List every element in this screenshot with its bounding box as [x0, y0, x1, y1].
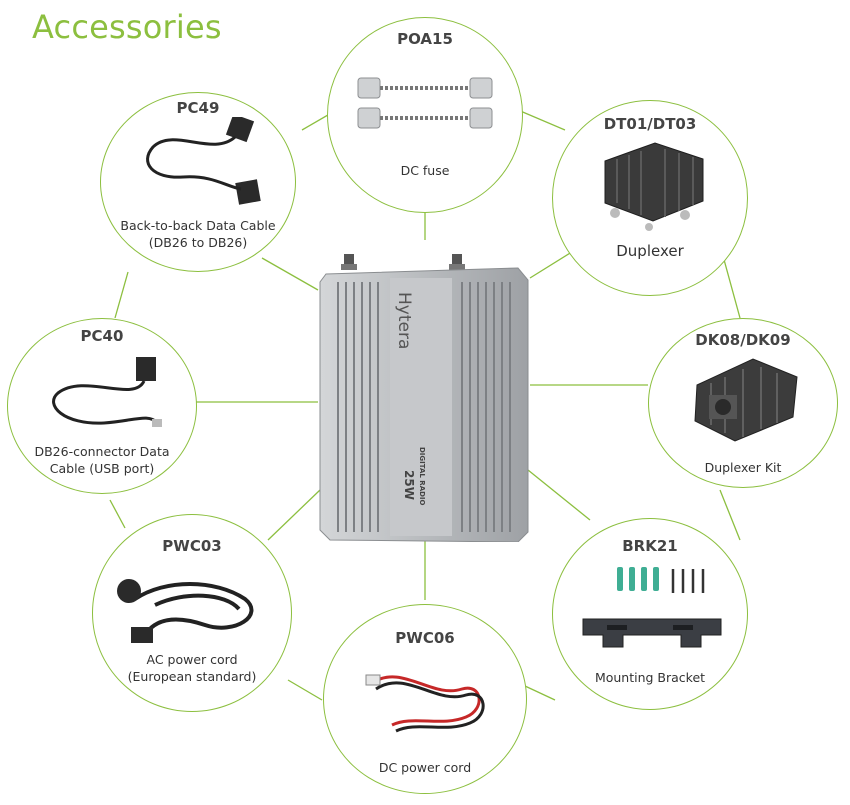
accessory-pwc03: PWC03 AC power cord (European standard)	[92, 514, 292, 712]
page-title: Accessories	[32, 8, 222, 46]
accessory-code: DK08/DK09	[695, 331, 791, 349]
accessory-code: PC40	[80, 327, 124, 345]
digital-radio-unit: Hytera DIGITAL RADIO 25W	[318, 252, 530, 543]
accessory-label: AC power cord (European standard)	[127, 652, 257, 684]
radio-model-text: DIGITAL RADIO	[418, 447, 426, 506]
accessory-code: POA15	[397, 30, 453, 48]
duplexer-image	[604, 142, 704, 231]
accessory-brk21: BRK21 Mounting Bracket	[552, 518, 748, 710]
radio-power-text: 25W	[402, 470, 416, 500]
mounting-bracket-image	[582, 567, 722, 648]
accessory-code: BRK21	[622, 537, 678, 555]
db26-data-cable-image	[146, 117, 261, 205]
accessory-code: PC49	[176, 99, 220, 117]
accessory-label: Mounting Bracket	[594, 670, 706, 685]
accessory-pwc06: PWC06 DC power cord	[323, 604, 527, 794]
accessory-dt01-dt03: DT01/DT03 Duplexer	[552, 100, 748, 296]
radio-brand: Hytera	[394, 292, 414, 350]
dc-power-cord-image	[365, 674, 485, 733]
duplexer-kit-image	[694, 358, 798, 442]
usb-data-cable-image	[52, 357, 162, 427]
accessory-code: PWC03	[162, 537, 222, 555]
accessory-label: DC power cord	[378, 760, 472, 775]
accessory-label: Back-to-back Data Cable (DB26 to DB26)	[120, 218, 276, 250]
accessory-label: DC fuse	[400, 163, 450, 178]
accessory-label: DB26-connector Data Cable (USB port)	[34, 444, 170, 476]
accessory-pc49: PC49 Back-to-back Data Cable (DB26 to DB…	[100, 92, 296, 272]
accessory-code: DT01/DT03	[603, 115, 697, 133]
accessory-dk08-dk09: DK08/DK09 Duplexer Kit	[648, 318, 838, 488]
accessory-pc40: PC40 DB26-connector Data Cable (USB port…	[7, 318, 197, 494]
accessory-code: PWC06	[395, 629, 455, 647]
accessory-label: Duplexer	[616, 242, 684, 260]
dc-fuse-image	[357, 77, 493, 129]
accessory-label: Duplexer Kit	[704, 460, 782, 475]
accessory-poa15: POA15 DC fuse	[327, 17, 523, 213]
ac-power-cord-image	[117, 579, 254, 643]
